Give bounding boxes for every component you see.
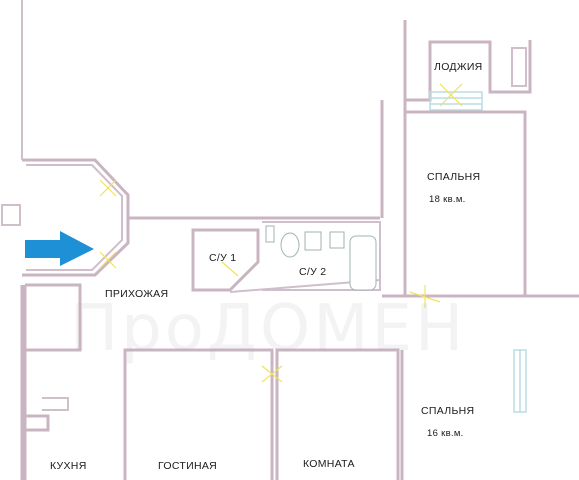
room-label-bedroom-top: СПАЛЬНЯ — [427, 171, 481, 183]
room-label-loggia: ЛОДЖИЯ — [434, 61, 483, 73]
room-label-bedroom-bottom: СПАЛЬНЯ — [421, 405, 475, 417]
room-label-living: ГОСТИНАЯ — [158, 460, 218, 472]
room-area-bedroom-top: 18 кв.м. — [429, 194, 466, 205]
bath-fixtures — [265, 225, 377, 291]
room-label-bath2: С/У 2 — [299, 266, 327, 278]
room-label-hall: ПРИХОЖАЯ — [105, 288, 169, 300]
light-symbols — [99, 83, 463, 383]
room-label-room: КОМНАТА — [303, 458, 355, 470]
room-label-kitchen: КУХНЯ — [50, 460, 87, 472]
room-area-bedroom-bottom: 16 кв.м. — [427, 428, 464, 439]
entrance-arrow-icon — [25, 231, 94, 266]
room-label-bath1: С/У 1 — [209, 252, 237, 264]
